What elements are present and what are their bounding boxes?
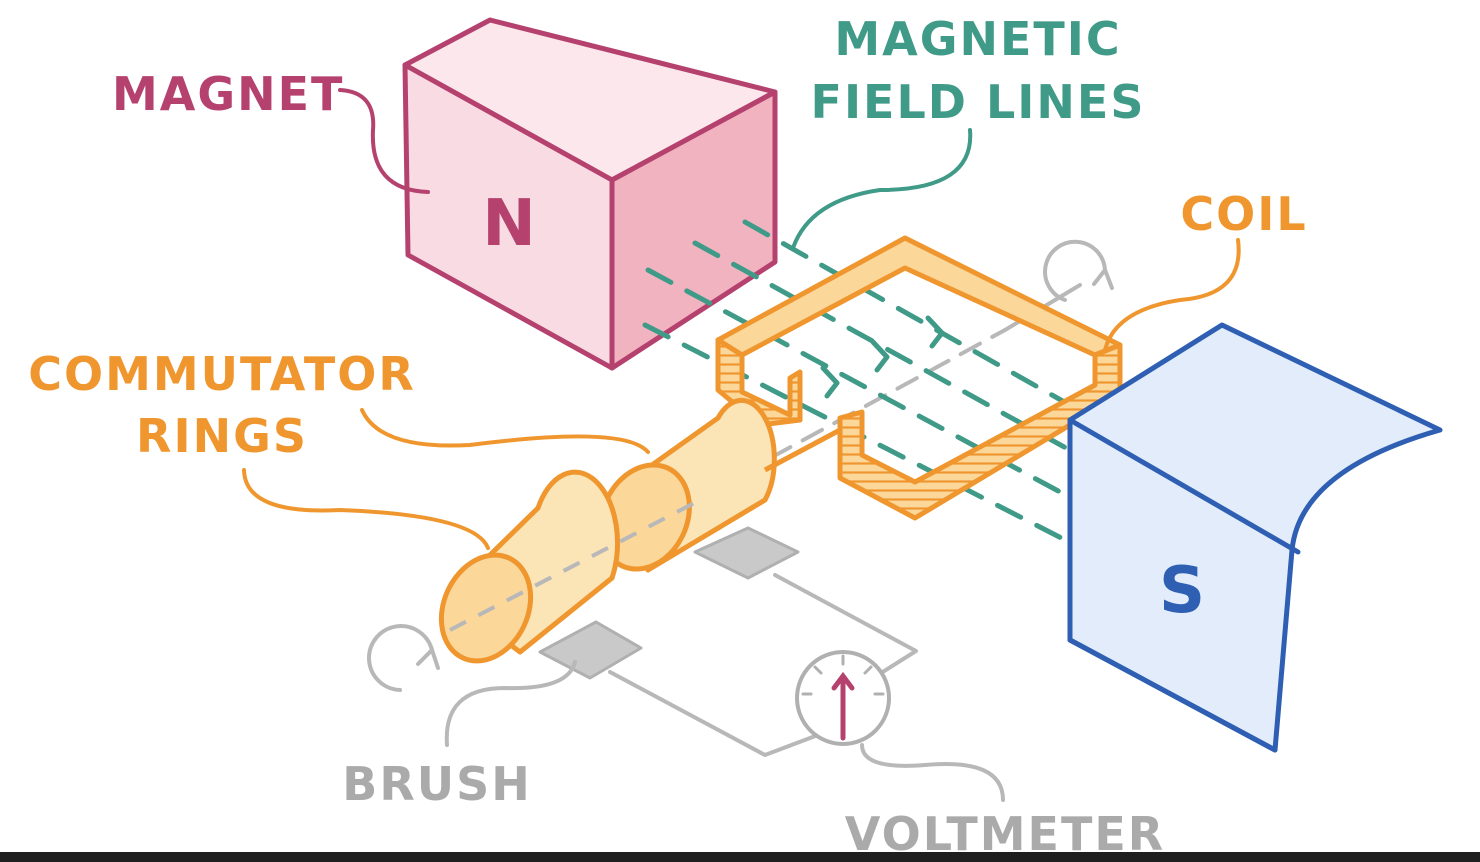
coil (715, 235, 1123, 521)
field-lines-label-line2: FIELD LINES (811, 75, 1146, 129)
axle-front (449, 498, 701, 632)
north-magnet (402, 17, 778, 371)
bottom-bar (0, 852, 1480, 862)
rotation-arrow-icon (1043, 239, 1114, 302)
rotation-arrow-icon (367, 624, 440, 692)
south-pole-label: S (1159, 554, 1207, 628)
south-magnet (1067, 322, 1443, 753)
brush-label: BRUSH (342, 757, 531, 811)
field-lines-label-line1: MAGNETIC (834, 12, 1121, 66)
commutator-label-line2: RINGS (136, 409, 308, 463)
voltmeter-label: VOLTMETER (845, 807, 1165, 852)
field-line-arrows (820, 315, 945, 399)
commutator-ring-back (597, 397, 777, 573)
commutator-label-line1: COMMUTATOR (28, 347, 416, 401)
commutator-ring-front (438, 469, 621, 664)
brush-pad-2 (693, 526, 800, 580)
magnet-label: MAGNET (112, 67, 344, 121)
voltmeter-dial-icon (795, 650, 891, 746)
label-leaders (242, 88, 1241, 802)
brush-pad-1 (538, 620, 643, 680)
circuit-wires (453, 283, 1082, 757)
north-pole-label: N (482, 187, 538, 261)
coil-label: COIL (1180, 187, 1307, 241)
axle-to-coil (763, 427, 842, 473)
